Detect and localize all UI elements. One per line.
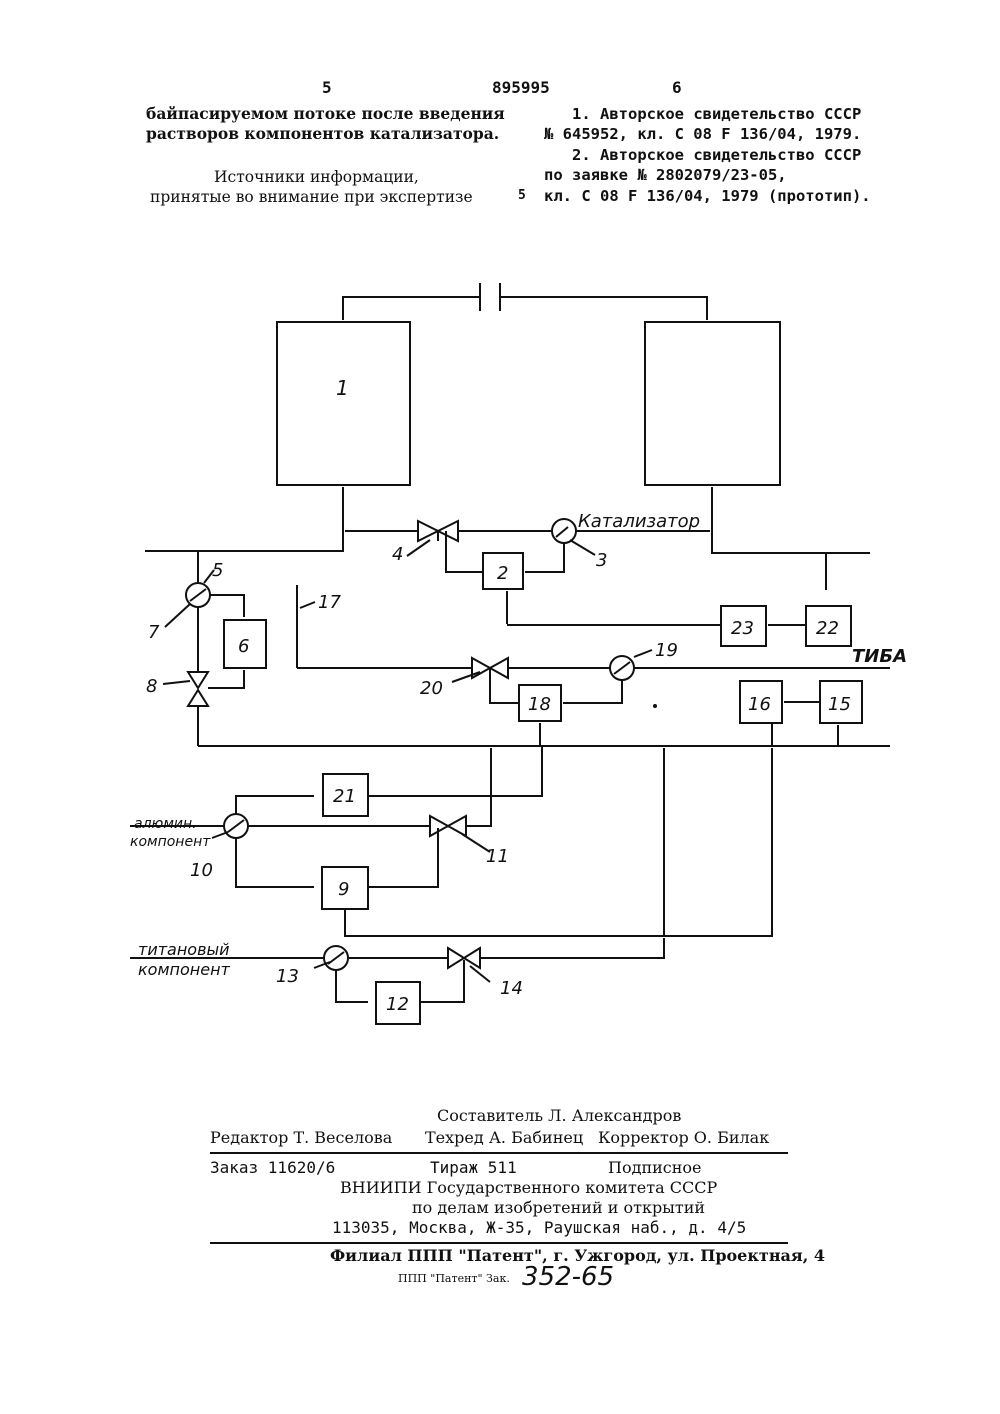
label-catalyst: Катализатор: [578, 511, 700, 532]
label-box-22: 22: [816, 618, 839, 639]
diagram-labels-layer: 1 2 6 9 12 15 16 18 21 22 23 3 4 5 7 8 1…: [0, 0, 1000, 1100]
callout-5: 5: [212, 560, 223, 581]
callout-7: 7: [148, 622, 160, 643]
label-box-23: 23: [731, 618, 754, 639]
imprint-org: ВНИИПИ Государственного комитета СССР: [340, 1178, 717, 1197]
imprint-subscription: Подписное: [608, 1158, 702, 1177]
label-box-16: 16: [748, 694, 771, 715]
callout-19: 19: [655, 640, 678, 661]
imprint-ppp-label: ППП "Патент" Зак.: [398, 1272, 510, 1285]
imprint-address: 113035, Москва, Ж-35, Раушская наб., д. …: [332, 1218, 746, 1237]
imprint-editor: Редактор Т. Веселова: [210, 1128, 392, 1147]
label-box-9: 9: [338, 879, 349, 900]
callout-14: 14: [500, 978, 523, 999]
imprint-rule: [210, 1242, 788, 1244]
label-tiba: ТИБА: [852, 646, 907, 667]
label-titanium-component: титановый: [138, 940, 230, 959]
callout-4: 4: [392, 544, 403, 565]
imprint-circulation: Тираж 511: [430, 1158, 517, 1177]
label-reactor-1: 1: [336, 376, 349, 400]
callout-3: 3: [596, 550, 607, 571]
imprint-order: Заказ 11620/6: [210, 1158, 335, 1177]
label-aluminium-component: компонент: [130, 834, 211, 850]
callout-8: 8: [146, 676, 157, 697]
label-box-2: 2: [497, 563, 508, 584]
imprint-techred: Техред А. Бабинец: [425, 1128, 583, 1147]
label-box-12: 12: [386, 994, 409, 1015]
callout-11: 11: [486, 846, 509, 867]
label-aluminium-component: алюмин.: [134, 816, 197, 832]
callout-20: 20: [420, 678, 443, 699]
label-box-21: 21: [333, 786, 356, 807]
imprint-org: по делам изобретений и открытий: [412, 1198, 705, 1217]
callout-13: 13: [276, 966, 299, 987]
imprint-rule: [210, 1152, 788, 1154]
label-box-15: 15: [828, 694, 851, 715]
callout-10: 10: [190, 860, 213, 881]
imprint-corrector: Корректор О. Билак: [598, 1128, 769, 1147]
imprint-compiler: Составитель Л. Александров: [437, 1106, 681, 1125]
callout-17: 17: [318, 592, 341, 613]
label-box-6: 6: [238, 636, 249, 657]
label-titanium-component: компонент: [138, 960, 231, 979]
handwritten-order-number: 352-65: [522, 1262, 614, 1292]
label-box-18: 18: [528, 694, 551, 715]
